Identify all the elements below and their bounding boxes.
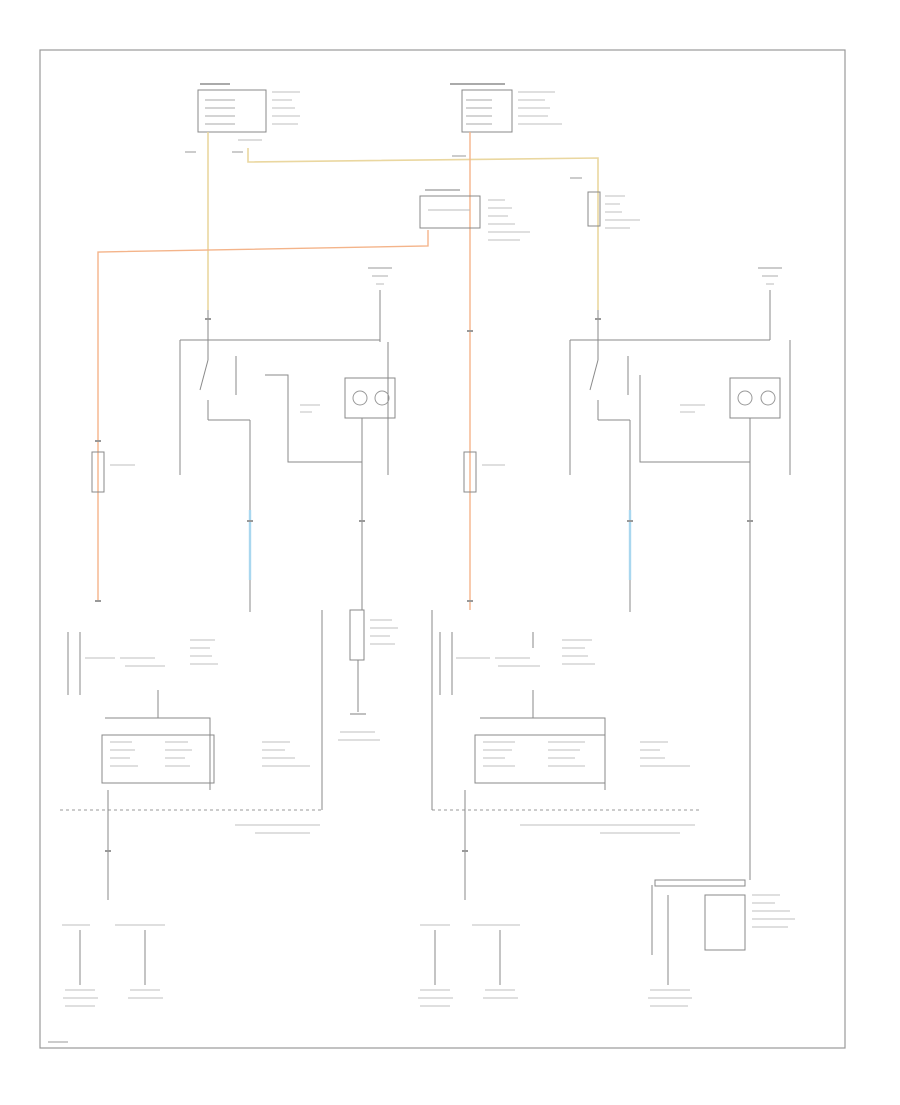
left-seat-switch — [179, 310, 396, 612]
right-seat-module — [439, 632, 690, 790]
left-thermal-device — [91, 451, 135, 493]
pin-markers — [95, 318, 753, 852]
right-bottom-grounds — [418, 790, 520, 1007]
right-seat-switch — [569, 310, 791, 880]
fuse-block-left — [197, 83, 300, 133]
fuse-connectors — [185, 139, 582, 179]
ground-symbols-top — [368, 267, 782, 340]
right-thermal-device — [463, 451, 505, 493]
left-seat-module — [67, 632, 310, 790]
lumbar-module — [648, 879, 795, 1007]
fuse-block-right — [450, 83, 562, 133]
left-lumbar-switch — [338, 609, 398, 741]
left-bottom-grounds — [62, 790, 165, 1007]
right-small-fuse — [587, 191, 640, 229]
diagram-frame — [39, 49, 846, 1049]
center-relay-block — [419, 189, 530, 241]
feed-wires — [97, 132, 599, 610]
